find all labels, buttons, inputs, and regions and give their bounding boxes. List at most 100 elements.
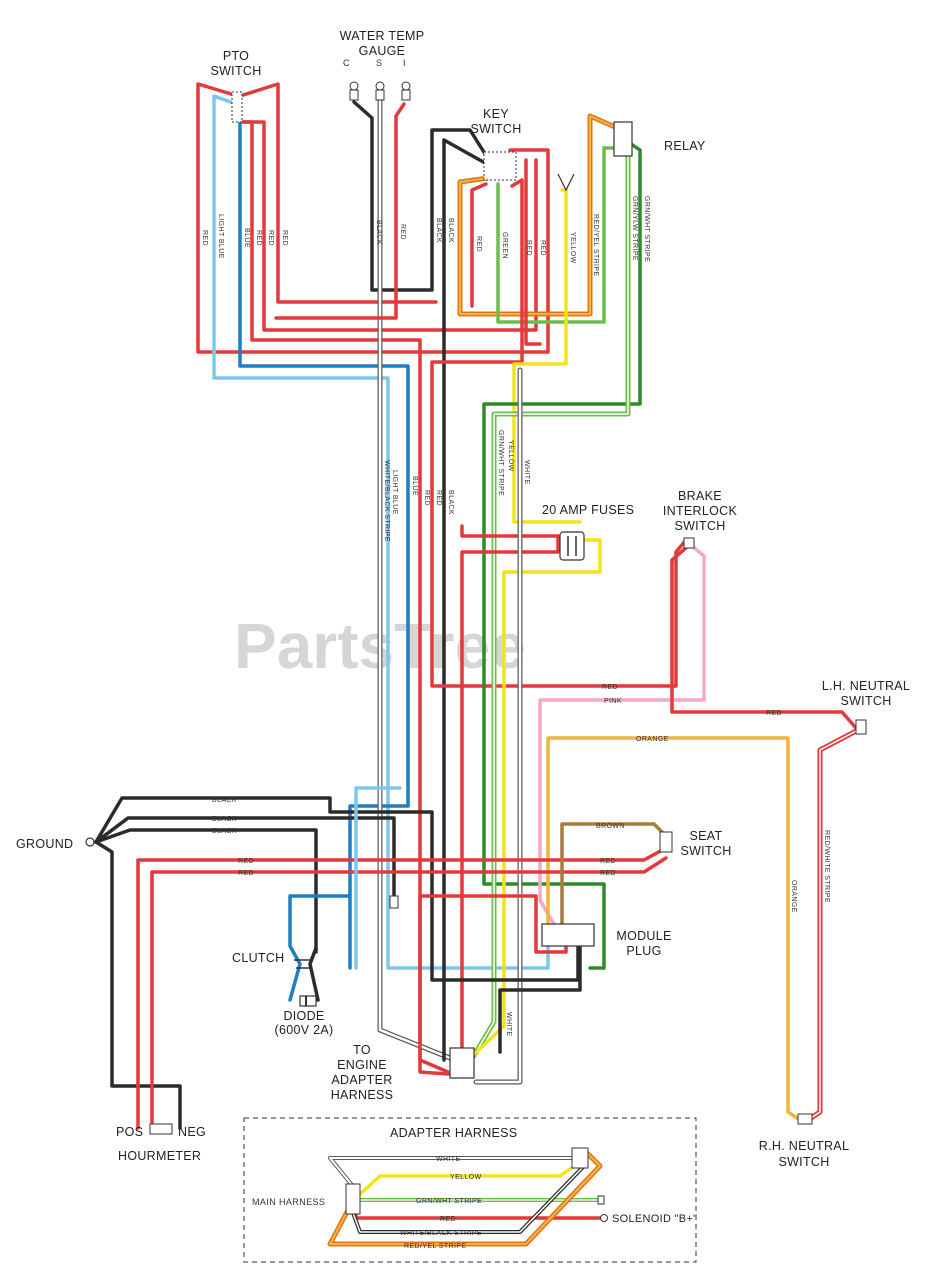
- adapter-harness-title: ADAPTER HARNESS: [390, 1126, 517, 1140]
- wire-black-key: [442, 138, 496, 1062]
- wire-red-key-2: [430, 178, 688, 688]
- inline-connector: [389, 895, 399, 909]
- wire-black-ground-4: [94, 840, 182, 1130]
- inset-engine-connector: [571, 1147, 589, 1169]
- wire-red-key-3: [524, 158, 542, 346]
- label-red-16: RED: [600, 870, 616, 877]
- wire-orange-lh: [546, 736, 802, 1122]
- clutch-coil-icon: [294, 959, 312, 969]
- label-white-1: WHITE: [523, 460, 530, 485]
- inset-label-red: RED: [440, 1216, 456, 1223]
- gauge-pin-1: C: [343, 58, 350, 68]
- label-red-15: RED: [600, 858, 616, 865]
- wire-green-key: [496, 146, 620, 324]
- label-black-1: BLACK: [375, 220, 382, 245]
- pto-switch-body: [231, 91, 243, 123]
- adapter-harness-frame: [243, 1117, 697, 1263]
- wire-lightblue-module: [354, 786, 402, 970]
- hourmeter-pos-label: POS: [116, 1125, 143, 1139]
- inset-grnwht-terminal: [597, 1195, 605, 1205]
- wire-labels: RED LIGHT BLUE BLUE RED RED RED BLACK RE…: [201, 196, 830, 1037]
- inset-main-harness-connector: [345, 1183, 361, 1215]
- wire-brown-seat: [560, 822, 666, 930]
- inset-label-white: WHITE: [436, 1156, 461, 1163]
- label-black-4: BLACK: [447, 490, 454, 515]
- label-black-3: BLACK: [447, 218, 454, 243]
- solenoid-terminal-icon: [600, 1214, 608, 1222]
- wire-black-ground-2: [94, 816, 396, 900]
- wire-redwht-lh: [805, 727, 861, 1123]
- wire-pink-brake: [538, 544, 706, 930]
- ground-label: GROUND: [16, 837, 73, 851]
- label-orange-1: ORANGE: [636, 736, 669, 743]
- inset-label-grnwht: GRN/WHT STRIPE: [416, 1198, 482, 1205]
- label-red-1: RED: [201, 230, 208, 246]
- label-black-2: BLACK: [435, 218, 442, 243]
- label-red-6: RED: [475, 236, 482, 252]
- label-red-7: RED: [525, 240, 532, 256]
- accessory-terminal-icon: [557, 173, 575, 192]
- label-black-7: BLACK: [212, 828, 237, 835]
- wire-blue-clutch: [288, 894, 352, 1002]
- wire-black-module: [498, 942, 582, 1054]
- label-red-9: RED: [423, 490, 430, 506]
- module-plug-body: [541, 923, 595, 947]
- inset-wire-redyel-in: [329, 1151, 601, 1245]
- label-redwht-1: RED/WHITE STRIPE: [823, 830, 830, 903]
- wire-red-key-1: [470, 182, 488, 308]
- gauge-pin-2: S: [376, 58, 382, 68]
- gauge-terminals-icon: [349, 81, 411, 101]
- label-lightblue-2: LIGHT BLUE: [391, 470, 398, 515]
- components: C S I: [85, 58, 867, 1135]
- wire-red-pto-outer: [196, 82, 550, 354]
- wire-red-hour-2: [150, 856, 668, 1130]
- wire-red-hour-1: [136, 846, 668, 1130]
- inset-wire-yellow: [358, 1160, 582, 1196]
- fuse-holder-icon: [559, 531, 585, 561]
- wire-black-gauge: [352, 100, 496, 292]
- label-grnwht-1: GRN/WHT STRIPE: [643, 196, 650, 262]
- hourmeter-label: HOURMETER: [118, 1149, 201, 1163]
- label-red-4: RED: [281, 230, 288, 246]
- lh-neutral-switch-body: [855, 719, 867, 735]
- label-yellow-1: YELLOW: [569, 232, 576, 264]
- label-blue-2: BLUE: [411, 476, 418, 496]
- key-switch-body: [483, 151, 517, 181]
- label-white-2: WHITE: [505, 1012, 512, 1037]
- diode-label: DIODE(600V 2A): [275, 1009, 334, 1037]
- fuses-label: 20 AMP FUSES: [542, 503, 634, 517]
- label-red-2: RED: [255, 230, 262, 246]
- label-red-5: RED: [399, 224, 406, 240]
- label-black-6: BLACK: [212, 816, 237, 823]
- gauge-pin-3: I: [403, 58, 406, 68]
- wire-red-gauge: [274, 102, 406, 320]
- wire-black-clutch: [308, 946, 320, 1002]
- label-redyel-1: RED/YEL STRIPE: [592, 214, 599, 277]
- wire-white-fuse-in: [474, 368, 522, 1084]
- label-black-5: BLACK: [212, 797, 237, 804]
- wire-darkgreen-relay: [482, 140, 642, 970]
- wire-black-ground-3: [94, 828, 318, 954]
- inset-wire-whtblk-in: [351, 1165, 585, 1233]
- wire-blue-pto: [238, 116, 410, 970]
- label-pink-1: PINK: [604, 698, 622, 705]
- hourmeter-body: [149, 1123, 173, 1135]
- label-red-3: RED: [267, 230, 274, 246]
- clutch-label: CLUTCH: [232, 951, 285, 965]
- wire-red-brake: [670, 544, 858, 730]
- label-grnylw-1: GRN/YLW STRIPE: [631, 196, 638, 261]
- label-brown-1: BROWN: [596, 823, 625, 830]
- label-blue-1: BLUE: [243, 228, 250, 248]
- label-red-12: RED: [766, 710, 782, 717]
- label-yellow-2: YELLOW: [507, 440, 514, 472]
- wire-lightblue-pto: [212, 94, 550, 970]
- rh-neutral-switch-body: [797, 1113, 813, 1125]
